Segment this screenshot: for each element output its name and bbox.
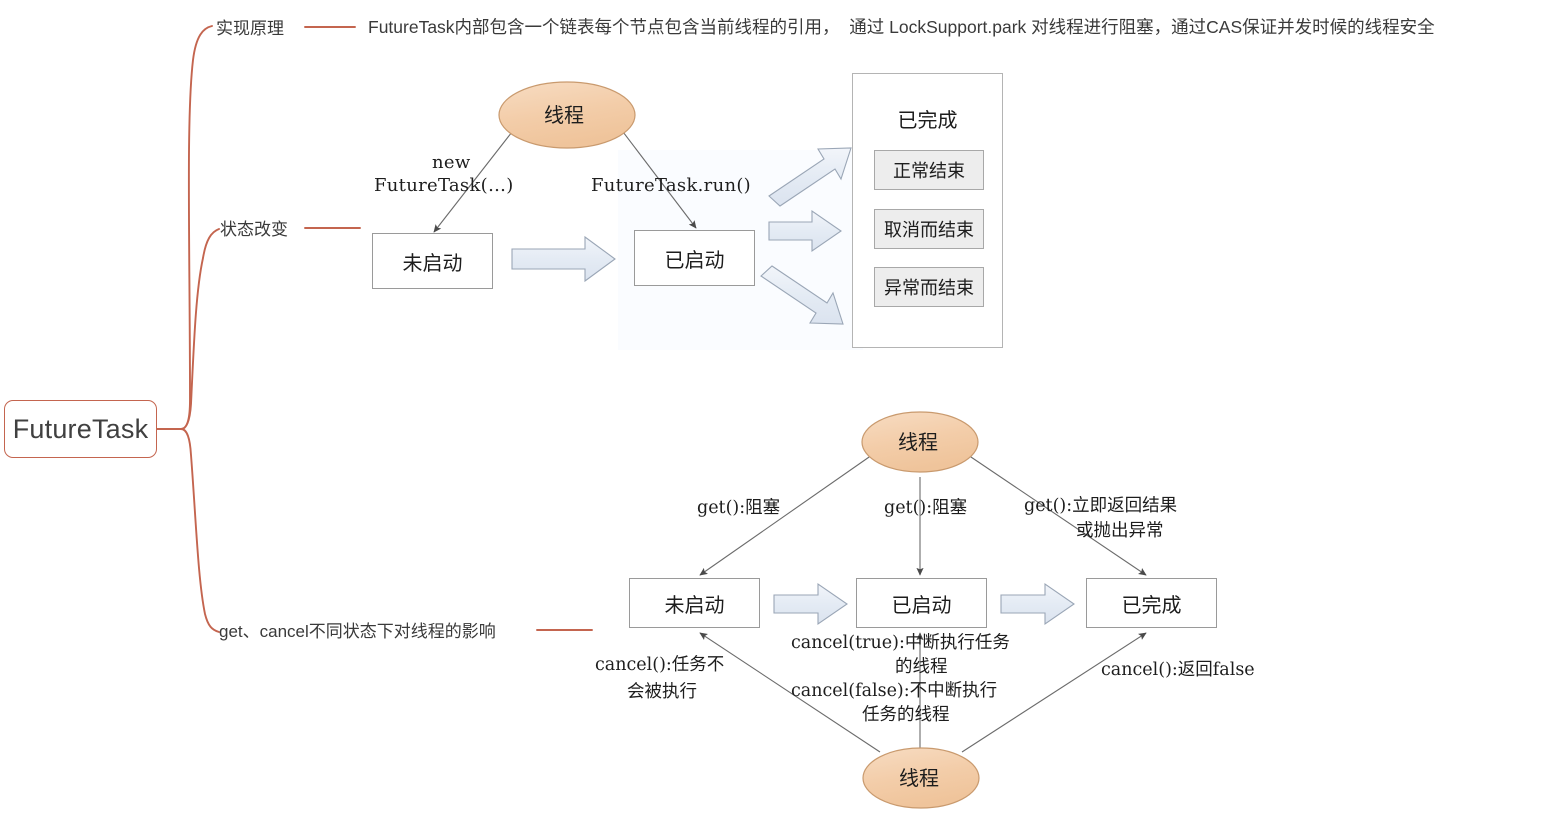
cancel-label-completed: cancel():返回false: [1101, 660, 1255, 680]
state-box-started-bottom-label: 已启动: [891, 592, 952, 617]
completed-item-exception-end-label: 异常而结束: [884, 278, 974, 299]
completed-panel-title: 已完成: [853, 104, 1002, 133]
get-label-unstarted: get():阻塞: [697, 498, 781, 518]
mindmap-branch-lines: [156, 25, 220, 633]
state-box-unstarted-top[interactable]: 未启动: [372, 233, 493, 289]
get-label-completed-line2: 或抛出异常: [1076, 521, 1164, 541]
block-arrow-unstarted-to-started: [511, 235, 616, 283]
cancel-label-unstarted-line1: cancel():任务不: [595, 655, 725, 675]
completed-item-normal-end-label: 正常结束: [893, 161, 965, 182]
cancel-label-true-line2: 的线程: [895, 657, 948, 677]
completed-item-normal-end[interactable]: 正常结束: [874, 150, 984, 190]
thread-ellipse-bottom-top-label: 线程: [898, 430, 938, 454]
block-arrow-bottom-unstarted-to-started: [773, 582, 848, 626]
mindmap-root-node[interactable]: FutureTask: [4, 400, 157, 458]
mindmap-root-label: FutureTask: [12, 413, 149, 444]
edge-label-new-futuretask: FutureTask(…): [374, 175, 514, 196]
mindmap-branch-label-implementation[interactable]: 实现原理: [216, 19, 284, 38]
get-label-completed-line1: get():立即返回结果: [1024, 496, 1178, 516]
state-box-started-top-label: 已启动: [664, 247, 725, 272]
completed-item-exception-end[interactable]: 异常而结束: [874, 267, 984, 307]
state-box-started-top[interactable]: 已启动: [634, 230, 755, 286]
completed-panel[interactable]: 已完成 正常结束 取消而结束 异常而结束: [852, 73, 1003, 348]
cancel-label-false-line1: cancel(false):不中断执行: [791, 681, 998, 701]
state-box-unstarted-bottom[interactable]: 未启动: [629, 578, 760, 628]
block-arrow-bottom-started-to-completed: [1000, 582, 1075, 626]
mindmap-leaf-implementation-detail: FutureTask内部包含一个链表每个节点包含当前线程的引用， 通过 Lock…: [368, 17, 1435, 37]
edge-label-futuretask-run: FutureTask.run(): [591, 175, 752, 196]
cancel-label-false-line2: 任务的线程: [862, 705, 950, 725]
cancel-label-unstarted-line2: 会被执行: [627, 682, 697, 702]
state-box-unstarted-top-label: 未启动: [402, 250, 463, 275]
edge-label-new: new: [432, 152, 471, 173]
cancel-label-true-line1: cancel(true):中断执行任务: [791, 633, 1010, 653]
state-box-unstarted-bottom-label: 未启动: [664, 592, 725, 617]
block-arrow-to-cancelled-end: [768, 209, 842, 253]
mindmap-branch-label-get-cancel[interactable]: get、cancel不同状态下对线程的影响: [219, 622, 496, 641]
block-arrow-to-exception-end: [760, 265, 844, 325]
mindmap-branch-label-state-change[interactable]: 状态改变: [220, 220, 288, 239]
state-box-started-bottom[interactable]: 已启动: [856, 578, 987, 628]
get-label-started: get():阻塞: [884, 498, 968, 518]
state-box-completed-bottom[interactable]: 已完成: [1086, 578, 1217, 628]
block-arrow-to-normal-end: [768, 147, 852, 207]
completed-item-cancelled-end-label: 取消而结束: [884, 220, 974, 241]
thread-ellipse-top-label: 线程: [544, 103, 584, 127]
state-box-completed-bottom-label: 已完成: [1121, 592, 1182, 617]
thread-ellipse-bottom-bottom-label: 线程: [899, 766, 939, 790]
completed-panel-title-label: 已完成: [897, 108, 958, 132]
completed-item-cancelled-end[interactable]: 取消而结束: [874, 209, 984, 249]
